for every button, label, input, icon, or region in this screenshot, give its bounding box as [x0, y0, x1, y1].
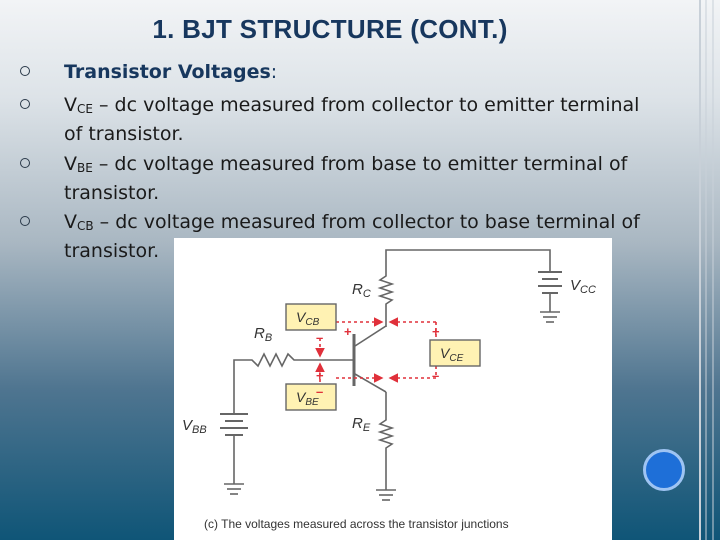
slide-nav-button[interactable]: [643, 449, 685, 491]
circuit-figure: VCC RC RB RE VBB VCB VBE VCE + – + – + –…: [174, 238, 612, 540]
heading-colon: :: [270, 61, 278, 83]
polarity-plus: +: [344, 324, 352, 339]
resistor-rb: [233, 352, 354, 414]
symbol-subscript: CB: [77, 219, 94, 233]
slide-edge-decoration: [699, 0, 714, 540]
description: – dc voltage measured from collector to …: [92, 94, 640, 116]
polarity-minus: –: [316, 384, 323, 399]
label-vcb: VCB: [296, 309, 320, 328]
bullet-text: VCB – dc voltage measured from collector…: [64, 210, 664, 264]
resistor-re: [377, 410, 395, 490]
transistor-emitter-leg: [354, 373, 387, 393]
label-vbe: VBE: [296, 389, 319, 408]
bullet-text: VBE – dc voltage measured from base to e…: [64, 152, 664, 206]
vce-meter-box: [429, 339, 481, 367]
symbol-subscript: BE: [77, 161, 93, 175]
bullet-circle-icon: [20, 66, 30, 76]
bullet-circle-icon: [20, 216, 30, 226]
symbol-subscript: CE: [77, 102, 93, 116]
polarity-plus: +: [316, 368, 324, 383]
figure-caption: (c) The voltages measured across the tra…: [204, 517, 509, 531]
symbol: V: [64, 211, 77, 233]
vcb-meter-box: [285, 303, 337, 331]
polarity-minus: –: [432, 368, 439, 383]
label-re: RE: [352, 415, 371, 434]
bullet-heading: Transistor Voltages:: [64, 60, 664, 85]
symbol: V: [64, 94, 77, 116]
label-vcc: VCC: [570, 277, 596, 296]
description-continued: transistor.: [64, 182, 160, 204]
description-continued: transistor.: [64, 240, 160, 262]
symbol: V: [64, 153, 77, 175]
description: – dc voltage measured from collector to …: [93, 211, 640, 233]
label-rb: RB: [254, 325, 272, 344]
polarity-plus: +: [432, 324, 440, 339]
label-vce: VCE: [440, 345, 464, 364]
description-continued: of transistor.: [64, 123, 184, 145]
transistor-collector-leg: [354, 325, 387, 347]
label-vbb: VBB: [182, 417, 207, 436]
resistor-rc: [377, 264, 395, 324]
label-rc: RC: [352, 281, 371, 300]
circuit-diagram: VCC RC RB RE VBB VCB VBE VCE + – + – + –…: [182, 249, 596, 531]
bullet-circle-icon: [20, 158, 30, 168]
description: – dc voltage measured from base to emitt…: [92, 153, 628, 175]
bullet-text: VCE – dc voltage measured from collector…: [64, 93, 664, 147]
bullet-circle-icon: [20, 99, 30, 109]
wire-top: [385, 249, 551, 272]
heading-text: Transistor Voltages: [64, 61, 271, 83]
vbe-meter-box: [285, 383, 337, 411]
polarity-minus: –: [316, 330, 323, 345]
slide-title: 1. BJT STRUCTURE (CONT.): [152, 14, 508, 44]
